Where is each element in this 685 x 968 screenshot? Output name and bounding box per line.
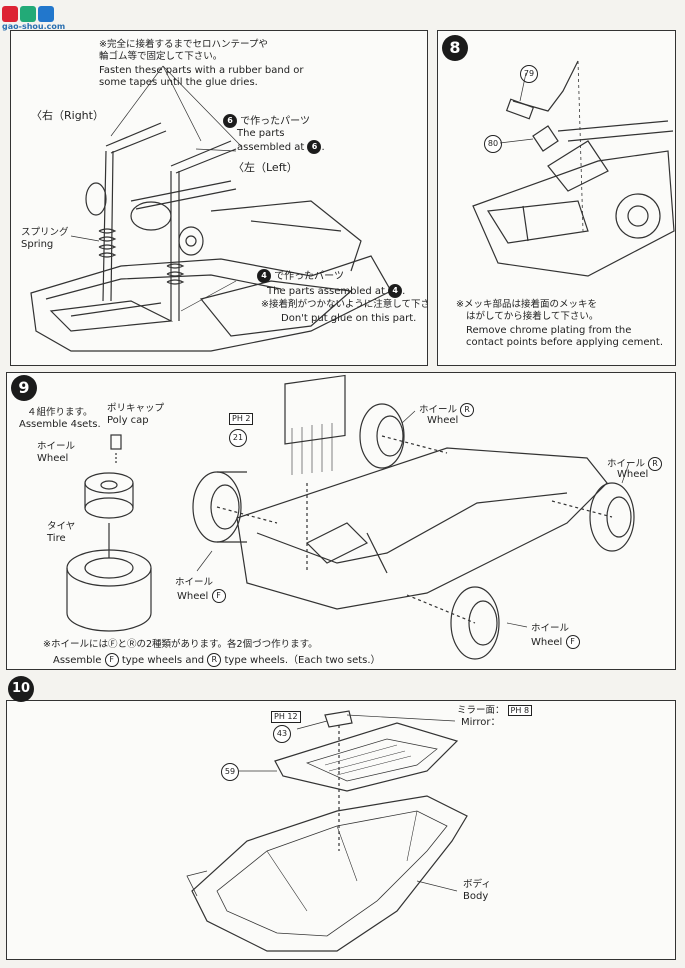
- step7-note-jp: ※完全に接着するまでセロハンテープや 輪ゴム等で固定して下さい。: [99, 39, 268, 62]
- wheel-r-top-en: Wheel: [427, 415, 459, 426]
- spring-label-en: Spring: [21, 239, 54, 250]
- chrome-note-jp-2: はがしてから接着して下さい。: [466, 311, 599, 322]
- chrome-note-jp-1: ※メッキ部品は接着面のメッキを: [456, 299, 597, 310]
- polycap-label-jp: ポリキャップ: [107, 403, 165, 414]
- right-side-label: 〈右（Right）: [31, 109, 104, 122]
- wheel-types-note-jp: ※ホイールにはⒻとⓇの2種類があります。各2個づつ作ります。: [43, 639, 318, 650]
- step10-badge: 10: [8, 676, 34, 702]
- chrome-note-en-1: Remove chrome plating from the: [466, 325, 632, 336]
- wheel-r-top-jp: ホイール R: [419, 403, 475, 417]
- wheel-f-right-en: Wheel F: [531, 635, 580, 649]
- part-59-label: 59: [221, 763, 239, 781]
- chrome-note-en-2: contact points before applying cement.: [466, 337, 663, 348]
- step10-panel: 10 PH 12 43 59 ミラー面： PH 8 Mirror： ボディ Bo…: [6, 700, 676, 960]
- wheel-f-left-jp: ホイール: [175, 577, 214, 588]
- step8-illustration: [472, 60, 675, 277]
- mirror-label-en: Mirror：: [461, 717, 501, 728]
- assemble-4-sets-jp: ４組作ります。: [27, 407, 93, 418]
- step7-panel: ※完全に接着するまでセロハンテープや 輪ゴム等で固定して下さい。 Fasten …: [10, 30, 428, 366]
- part-21-label: 21: [229, 429, 247, 447]
- body-label-en: Body: [463, 891, 489, 902]
- tire-label-jp: タイヤ: [47, 521, 76, 532]
- part-80-label: 80: [484, 135, 502, 153]
- step9-number: 9: [11, 375, 37, 401]
- spring-label-jp: スプリング: [21, 227, 69, 238]
- body-label-jp: ボディ: [463, 879, 491, 890]
- wheel-r-right-jp: ホイール R: [607, 457, 663, 471]
- part-43-label: 43: [273, 725, 291, 743]
- site-logo: [2, 4, 72, 28]
- wheel-label-jp: ホイール: [37, 441, 76, 452]
- step-ref-6: 6: [223, 114, 237, 128]
- step9-illustration: [66, 374, 635, 660]
- mirror-face-label: ミラー面： PH 8: [457, 705, 533, 717]
- wheel-f-left-en: Wheel F: [177, 589, 226, 603]
- step7-note-en-1: Fasten these parts with a rubber band or: [99, 65, 304, 76]
- polycap-label-en: Poly cap: [107, 415, 149, 426]
- step7-note-en-2: some tapes until the glue dries.: [99, 77, 258, 88]
- parts-from-step6-en-2: assembled at 6.: [237, 140, 325, 154]
- assemble-4-sets-en: Assemble 4sets.: [19, 419, 101, 430]
- step-ref-4: 4: [257, 269, 271, 283]
- wheel-f-right-jp: ホイール: [531, 623, 570, 634]
- parts-from-step4-en: The parts assembled at 4.: [267, 284, 406, 298]
- no-glue-note-jp: ※接着剤がつかないように注意して下さい。: [261, 299, 427, 310]
- step8-number: 8: [442, 35, 468, 61]
- step8-panel: 8 79 80 ※メッキ部品は接着面のメッキを はがしてから接着して下さい。 R…: [437, 30, 676, 366]
- step10-illustration: [186, 710, 468, 952]
- step9-panel: 9: [6, 372, 676, 670]
- wheel-r-right-en: Wheel: [617, 469, 649, 480]
- no-glue-note-en: Don't put glue on this part.: [281, 313, 417, 324]
- wheel-label-en: Wheel: [37, 453, 69, 464]
- left-side-label: 〈左（Left）: [233, 161, 298, 174]
- parts-from-step4-jp: 4 で作ったパーツ: [257, 269, 344, 283]
- ph-parts-tree-label: PH 2: [229, 413, 254, 425]
- tire-label-en: Tire: [47, 533, 66, 544]
- parts-from-step6-jp: 6 で作ったパーツ: [223, 114, 310, 128]
- site-url: gao-shou.com: [2, 22, 66, 31]
- wheel-types-note-en: Assemble F type wheels and R type wheels…: [53, 653, 381, 667]
- ph-12-label: PH 12: [271, 711, 301, 723]
- parts-from-step6-en-1: The parts: [237, 128, 285, 139]
